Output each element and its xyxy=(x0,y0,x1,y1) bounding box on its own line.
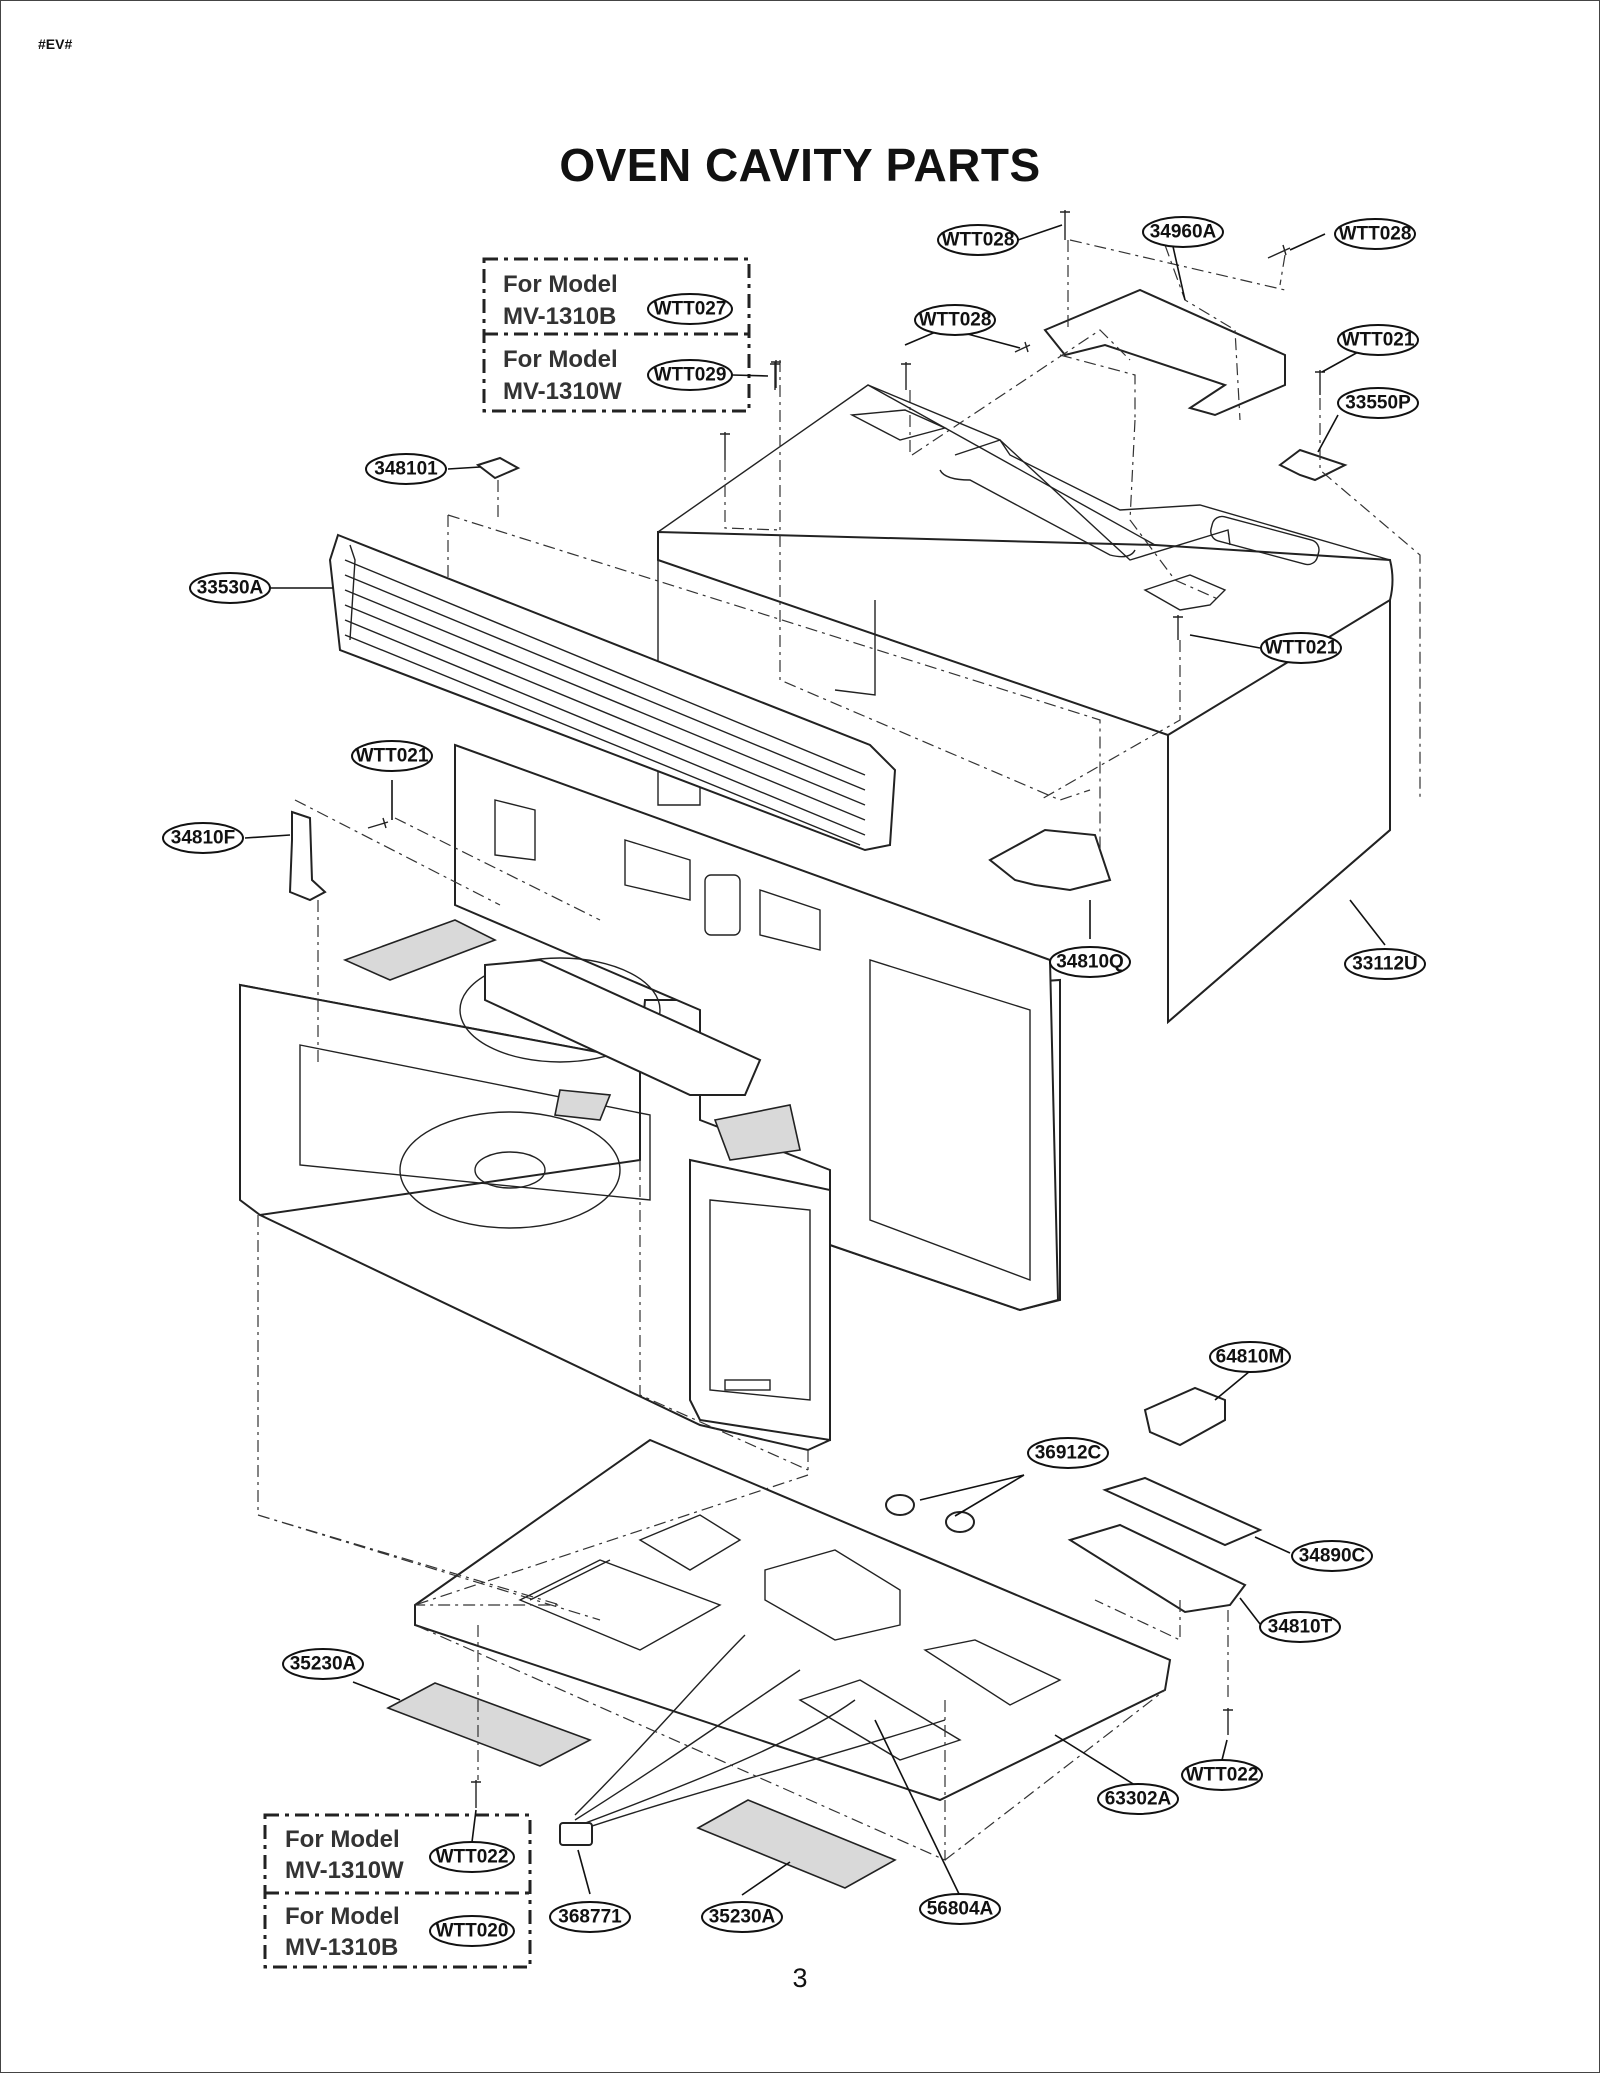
callout-33530A[interactable]: 33530A xyxy=(189,572,271,604)
part-callouts: WTT028 34960A WTT028 WTT028 WTT021 33550… xyxy=(162,216,1426,1933)
lamp-cover-34890C xyxy=(1102,1476,1263,1547)
svg-text:56804A: 56804A xyxy=(927,1899,994,1920)
svg-text:WTT029: WTT029 xyxy=(654,365,727,386)
callout-34810T[interactable]: 34810T xyxy=(1259,1611,1341,1643)
screw-icons xyxy=(367,210,1325,1808)
grease-filter-35230A-right xyxy=(696,1799,897,1889)
mounting-plate-34960A xyxy=(1043,288,1286,417)
switch-holder-64810M xyxy=(1143,1386,1226,1447)
bracket-348101 xyxy=(475,456,521,480)
svg-text:WTT022: WTT022 xyxy=(436,1847,509,1868)
assembly-guide-lines xyxy=(257,239,1421,1861)
svg-text:35230A: 35230A xyxy=(290,1654,357,1675)
callout-368771[interactable]: 368771 xyxy=(549,1901,631,1933)
svg-text:34810Q: 34810Q xyxy=(1056,952,1124,973)
hinge-34810F xyxy=(288,810,327,902)
callout-348101[interactable]: 348101 xyxy=(365,453,447,485)
svg-text:34810F: 34810F xyxy=(171,828,235,849)
callout-64810M[interactable]: 64810M xyxy=(1209,1341,1291,1373)
callout-36912C[interactable]: 36912C xyxy=(1027,1437,1109,1469)
lamp-frame-34810T xyxy=(1067,1523,1247,1614)
oven-cavity-assembly xyxy=(238,743,1061,1452)
model-box-bottom: For Model MV-1310W For Model MV-1310B WT… xyxy=(263,1809,532,1969)
callout-33550P[interactable]: 33550P xyxy=(1337,387,1419,419)
svg-text:368771: 368771 xyxy=(558,1907,622,1928)
svg-text:WTT020: WTT020 xyxy=(436,1921,509,1942)
svg-text:34960A: 34960A xyxy=(1150,222,1217,243)
svg-text:WTT022: WTT022 xyxy=(1186,1765,1259,1786)
callout-35230A[interactable]: 35230A xyxy=(701,1901,783,1933)
bracket-33550P xyxy=(1278,448,1348,482)
callout-WTT021[interactable]: WTT021 xyxy=(1337,324,1419,356)
svg-text:36912C: 36912C xyxy=(1035,1443,1102,1464)
front-grille-33530A xyxy=(328,533,897,852)
leader-lines xyxy=(244,224,1386,1897)
svg-text:WTT021: WTT021 xyxy=(356,746,429,767)
svg-text:34810T: 34810T xyxy=(1268,1617,1333,1638)
callout-WTT022[interactable]: WTT022 xyxy=(1181,1759,1263,1791)
model-box-top: For Model MV-1310B For Model MV-1310W WT… xyxy=(482,257,780,413)
model-box-label: For Model xyxy=(285,1826,400,1853)
svg-text:WTT028: WTT028 xyxy=(942,230,1015,251)
page-number: 3 xyxy=(792,1963,808,1993)
svg-text:WTT021: WTT021 xyxy=(1265,638,1338,659)
grease-filter-35230A-left xyxy=(386,1682,592,1767)
callout-34890C[interactable]: 34890C xyxy=(1291,1540,1373,1572)
bulb-36912C-a xyxy=(885,1494,915,1516)
model-box-label: For Model xyxy=(503,346,618,373)
callout-35230A[interactable]: 35230A xyxy=(282,1648,364,1680)
svg-text:WTT028: WTT028 xyxy=(919,310,992,331)
callout-WTT022[interactable]: WTT022 xyxy=(429,1841,515,1873)
callout-63302A[interactable]: 63302A xyxy=(1097,1783,1179,1815)
svg-text:63302A: 63302A xyxy=(1105,1789,1172,1810)
svg-text:64810M: 64810M xyxy=(1216,1347,1285,1368)
model-name: MV-1310W xyxy=(285,1857,404,1884)
model-box-label: For Model xyxy=(503,271,618,298)
callout-WTT029[interactable]: WTT029 xyxy=(647,359,733,391)
callout-33112U[interactable]: 33112U xyxy=(1344,948,1426,980)
svg-text:35230A: 35230A xyxy=(709,1907,776,1928)
svg-text:WTT027: WTT027 xyxy=(654,299,727,320)
svg-text:348101: 348101 xyxy=(374,459,438,480)
callout-34810F[interactable]: 34810F xyxy=(162,822,244,854)
bracket-34810Q xyxy=(988,828,1112,892)
callout-WTT028[interactable]: WTT028 xyxy=(914,304,996,336)
page-title: OVEN CAVITY PARTS xyxy=(559,139,1041,191)
callout-WTT020[interactable]: WTT020 xyxy=(429,1915,515,1947)
wire-harness-368771 xyxy=(574,1634,946,1831)
model-name: MV-1310B xyxy=(503,303,616,330)
document-code: #EV# xyxy=(38,36,73,52)
callout-WTT021[interactable]: WTT021 xyxy=(351,740,433,772)
connector-368771 xyxy=(559,1822,593,1846)
svg-text:33112U: 33112U xyxy=(1352,954,1418,975)
svg-text:WTT028: WTT028 xyxy=(1339,224,1412,245)
model-box-label: For Model xyxy=(285,1903,400,1930)
bulb-36912C-b xyxy=(945,1511,975,1533)
model-name: MV-1310W xyxy=(503,378,622,405)
callout-WTT021[interactable]: WTT021 xyxy=(1260,632,1342,664)
outer-case-33112U xyxy=(657,384,1394,1025)
svg-text:WTT021: WTT021 xyxy=(1342,330,1415,351)
model-name: MV-1310B xyxy=(285,1934,398,1961)
callout-34810Q[interactable]: 34810Q xyxy=(1049,946,1131,978)
callout-WTT027[interactable]: WTT027 xyxy=(647,293,733,325)
svg-text:33550P: 33550P xyxy=(1345,393,1411,414)
callout-56804A[interactable]: 56804A xyxy=(919,1893,1001,1925)
callout-34960A[interactable]: 34960A xyxy=(1142,216,1224,248)
callout-WTT028[interactable]: WTT028 xyxy=(937,224,1019,256)
svg-text:34890C: 34890C xyxy=(1299,1546,1366,1567)
svg-text:33530A: 33530A xyxy=(197,578,264,599)
callout-WTT028[interactable]: WTT028 xyxy=(1334,218,1416,250)
